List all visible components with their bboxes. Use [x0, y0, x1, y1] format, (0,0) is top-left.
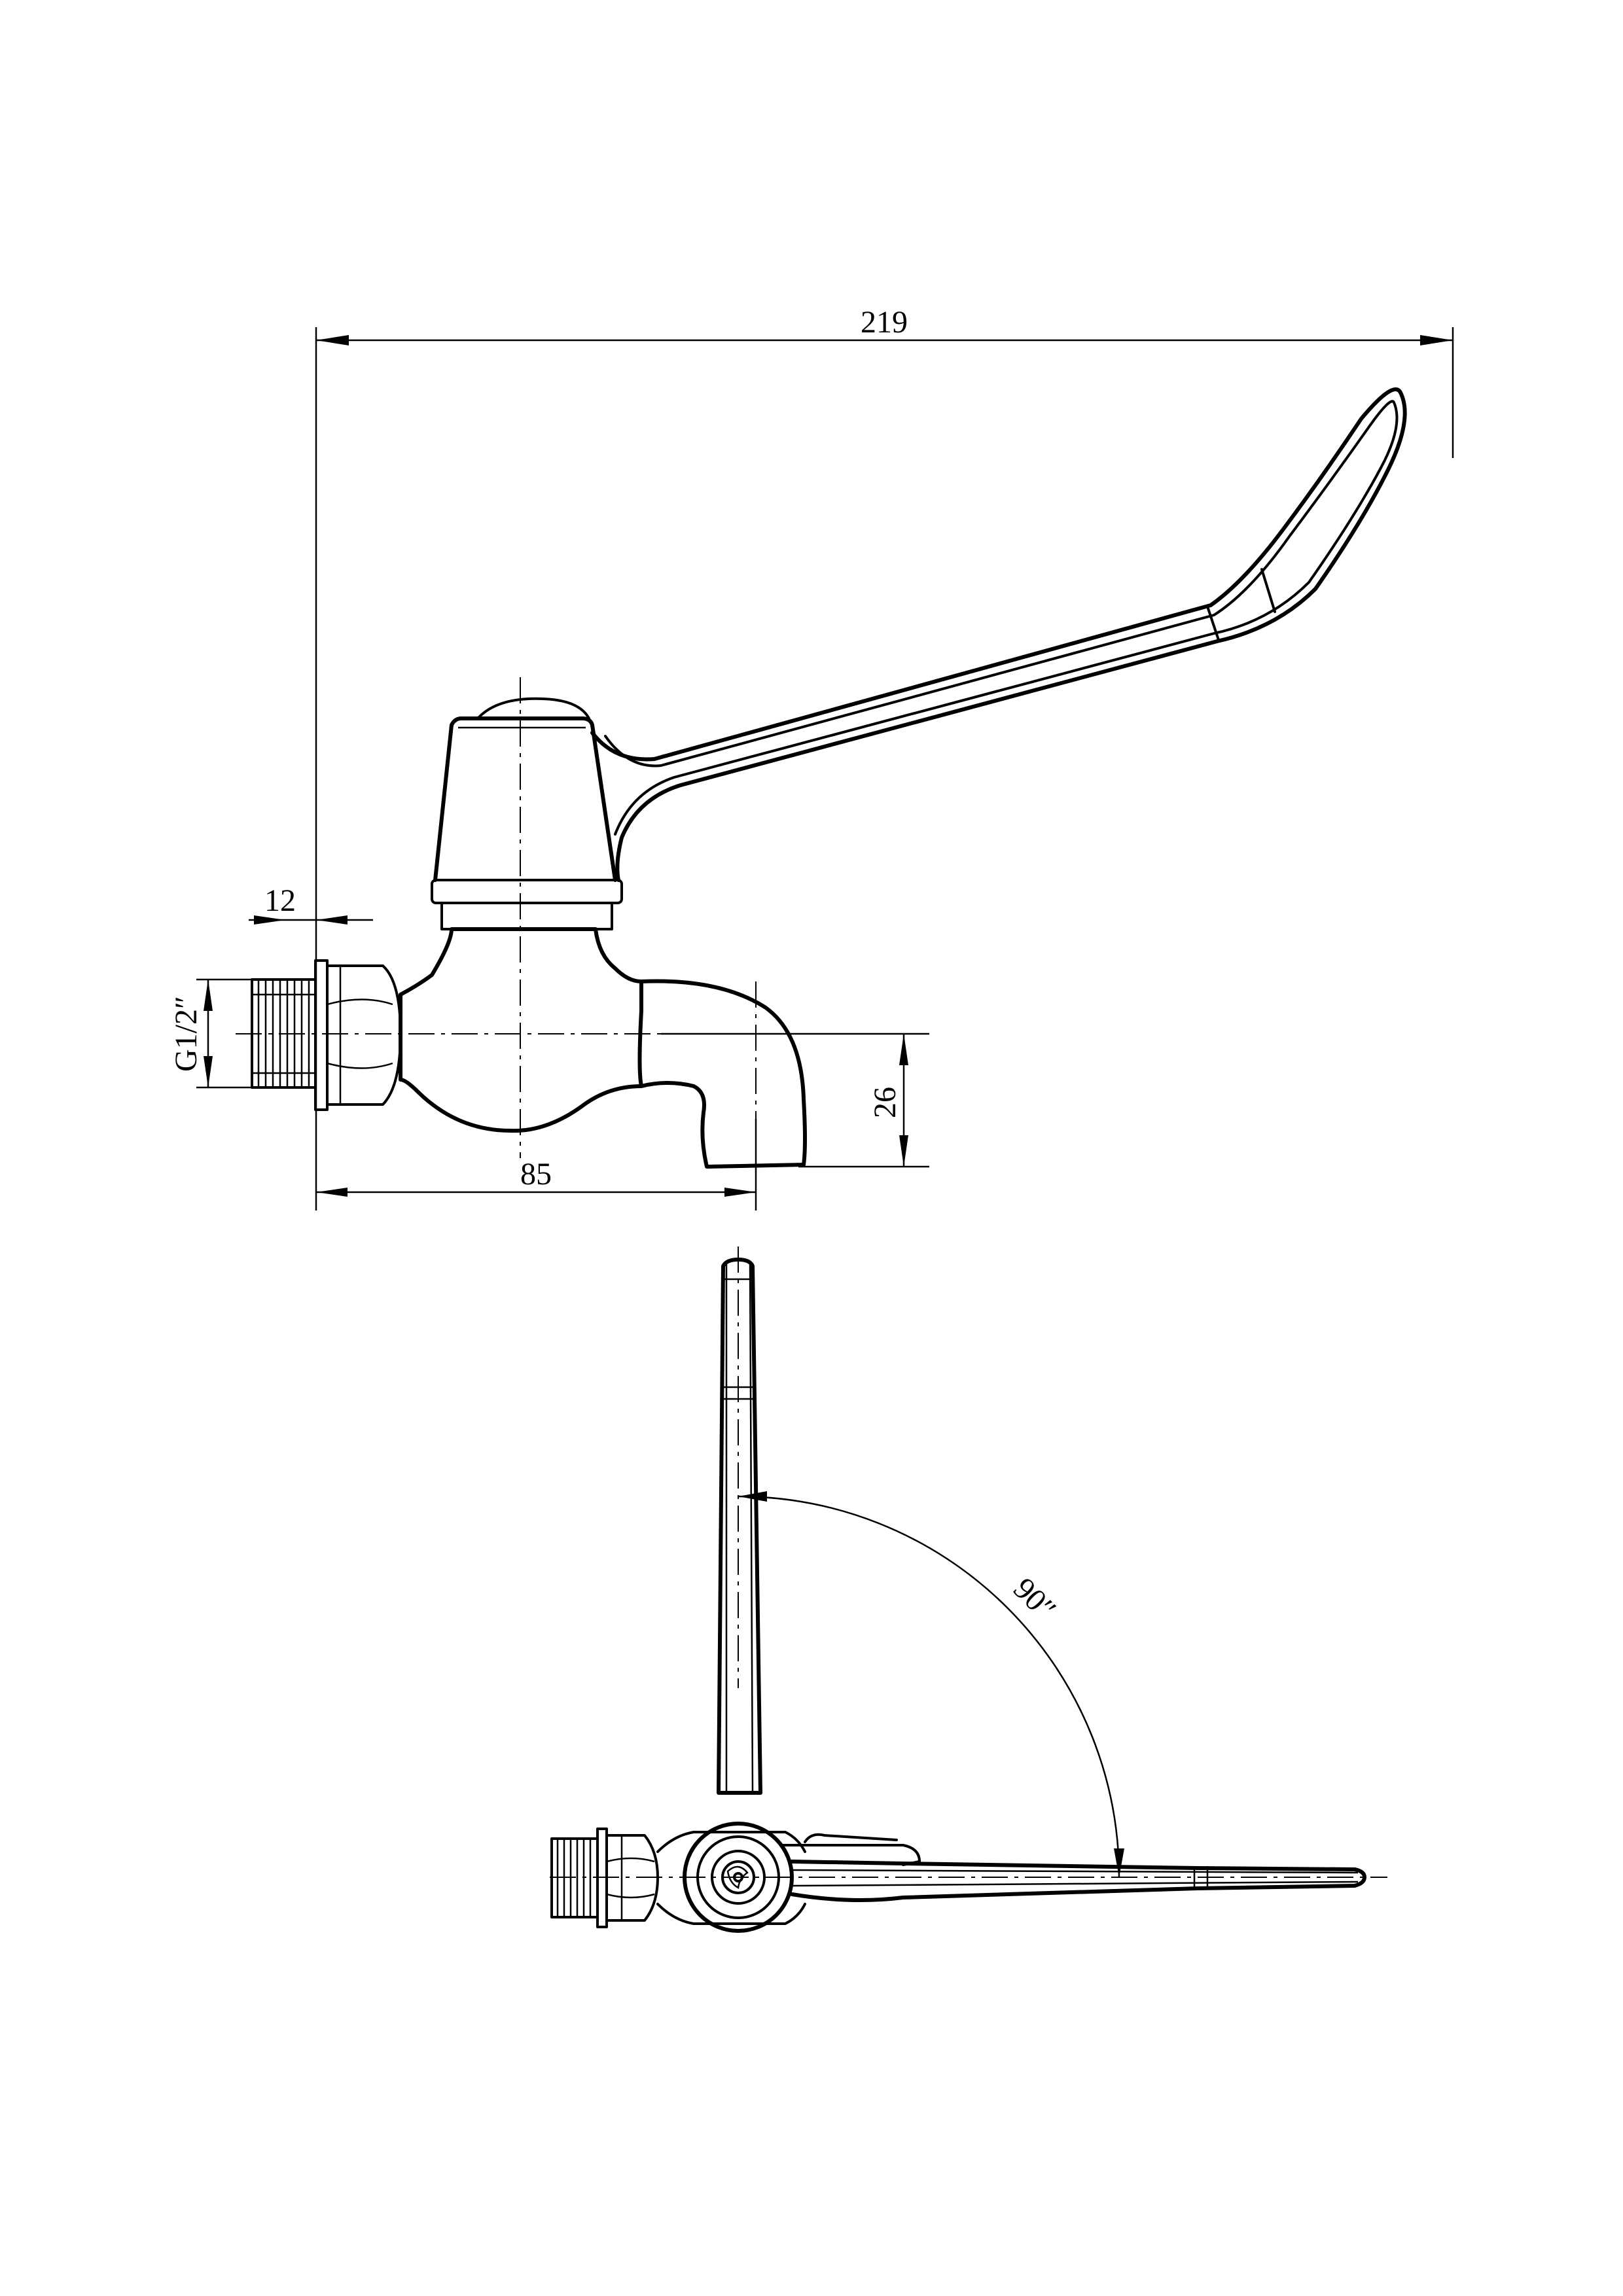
- thread-length-label: 12: [264, 883, 296, 918]
- spout-height-label: 26: [868, 1087, 902, 1118]
- lever-horizontal-position: [781, 1833, 1366, 1902]
- spout-reach-label: 85: [520, 1157, 552, 1192]
- lever-vertical-position: [717, 1258, 762, 1795]
- top-body: [656, 1822, 806, 1933]
- hex-nut: [314, 959, 402, 1111]
- inlet-thread: [251, 978, 317, 1089]
- dimension-lever-angle: 90″: [738, 1491, 1124, 1878]
- lever-handle: [590, 387, 1407, 882]
- spout: [639, 979, 807, 1169]
- dimension-spout-reach: 85: [316, 1119, 757, 1210]
- side-view: 219 12 G1/2″ 26: [169, 305, 1454, 1210]
- top-inlet-thread: [550, 1828, 659, 1928]
- top-view: 90″: [550, 1246, 1387, 1933]
- dimension-thread-length: 12: [249, 883, 373, 925]
- handle-housing: [431, 697, 623, 904]
- lever-angle-label: 90″: [1007, 1571, 1063, 1627]
- dimension-overall-length: 219: [315, 305, 1454, 1210]
- thread-size-label: G1/2″: [169, 996, 204, 1072]
- overall-length-label: 219: [861, 305, 908, 340]
